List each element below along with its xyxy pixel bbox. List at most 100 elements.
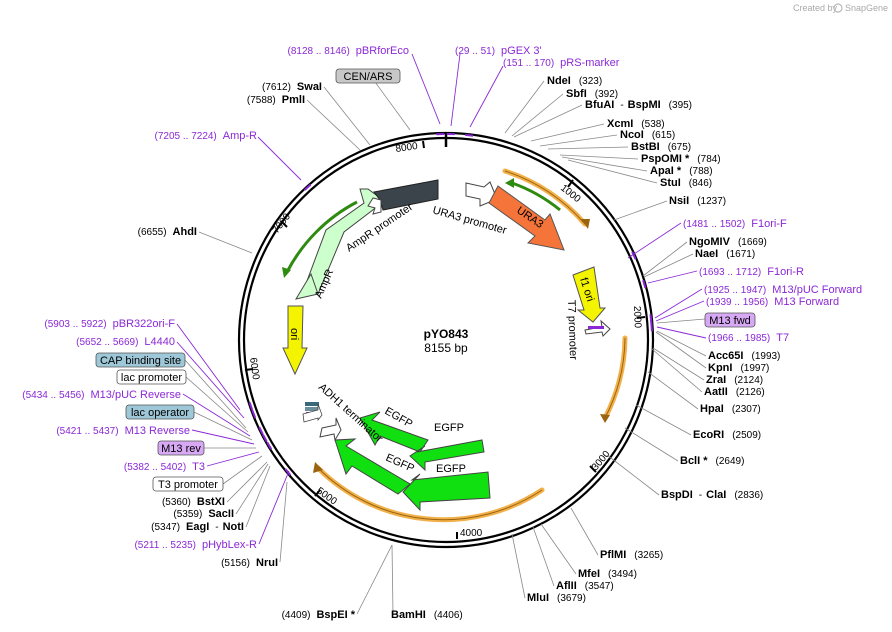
f1ori-r-callout[interactable]: (1693 .. 1712)F1ori-R	[699, 266, 804, 278]
sacii-position: (5359)	[173, 509, 202, 520]
tick-6000	[244, 368, 254, 371]
pflmi-leader	[570, 507, 599, 556]
ampr-primer-name: Amp-R	[223, 130, 257, 142]
ngomiv-callout[interactable]: NgoMIV(1669)	[689, 236, 767, 248]
t7-primer-callout[interactable]: (1966 .. 1985)T7	[708, 332, 789, 344]
pbr322ori-f-callout[interactable]: (5903 .. 5922)pBR322ori-F	[44, 318, 175, 330]
bcli-leader	[624, 427, 679, 462]
m13-fwd-position: (1939 .. 1956)	[706, 297, 768, 308]
lac-operator-box	[125, 404, 195, 420]
pspomi-callout[interactable]: PspOMI *(784)	[641, 153, 721, 165]
m13puc-rev-position: (5434 .. 5456)	[22, 390, 84, 401]
bspdi-callout[interactable]: BspDI-ClaI(2836)	[661, 489, 763, 501]
orf-arc-top-arrowhead	[581, 219, 590, 229]
bstbi-label: BstBI(675)	[631, 141, 691, 153]
apai-callout[interactable]: ApaI *(788)	[650, 165, 713, 177]
sacii-callout[interactable]: (5359)SacII	[173, 508, 234, 520]
nrui-leader	[279, 481, 288, 563]
eagi-callout[interactable]: (5347)EagI-NotI	[151, 521, 244, 533]
bspdi-label: BspDI-ClaI(2836)	[661, 489, 763, 501]
t3-promoter-name: T3 promoter	[158, 479, 218, 491]
ndei-callout[interactable]: NdeI (323)	[547, 75, 602, 87]
t3-promoter-callout[interactable]: T3 promoter	[152, 476, 224, 492]
plasmid-size: 8155 bp	[424, 341, 468, 355]
ampr-primer-callout[interactable]: (7205 .. 7224)Amp-R	[155, 130, 258, 142]
m13puc-fwd-label: (1925 .. 1947)M13/pUC Forward	[704, 284, 862, 296]
m13rev-box-callout[interactable]: M13 rev	[157, 440, 205, 456]
m13rev-box-name: M13 rev	[161, 443, 201, 455]
pspomi-label: PspOMI *(784)	[641, 153, 721, 165]
zrai-callout[interactable]: ZraI(2124)	[706, 374, 763, 386]
l4440-binding-mark	[251, 410, 257, 419]
m13-reverse-callout[interactable]: (5421 .. 5437)M13 Reverse	[56, 425, 190, 437]
egfp-arrow-upper-left	[359, 411, 429, 453]
aflii-callout[interactable]: AflII(3547)	[556, 580, 614, 592]
bstxi-callout[interactable]: (5360)BstXI	[162, 496, 225, 508]
m13-reverse-position: (5421 .. 5437)	[56, 426, 118, 437]
apai-leader	[561, 156, 648, 172]
swai-callout[interactable]: (7612)SwaI	[262, 81, 322, 93]
pbrforeco-callout[interactable]: (8128 .. 8146)pBRforEco	[288, 45, 409, 57]
nrui-position: (5156)	[221, 558, 250, 569]
phyblex-r-callout[interactable]: (5211 .. 5235)pHybLex-R	[134, 539, 257, 551]
xcmi-callout[interactable]: XcmI(538)	[607, 118, 665, 130]
m13puc-fwd-callout[interactable]: (1925 .. 1947)M13/pUC Forward	[704, 284, 862, 296]
acc65i-position: (1993)	[751, 351, 780, 362]
tick-label-8000: 8000	[395, 141, 419, 155]
lac-operator-callout[interactable]: lac operator	[125, 404, 195, 420]
f1ori-f-callout[interactable]: (1481 .. 1502)F1ori-F	[683, 218, 787, 230]
m13-fwd-callout[interactable]: (1939 .. 1956)M13 Forward	[706, 296, 839, 308]
m13-fwd-label: (1939 .. 1956)M13 Forward	[706, 296, 839, 308]
l4440-callout[interactable]: (5652 .. 5669)L4440	[76, 336, 175, 348]
t7-primer-leader	[656, 326, 707, 339]
ura3-promoter-label: URA3 promoter	[431, 204, 508, 237]
bamhi-callout[interactable]: BamHI(4406)	[391, 609, 463, 621]
bfuai-callout[interactable]: BfuAI-BspMI(395)	[585, 99, 692, 111]
t3-primer-callout[interactable]: (5382 .. 5402)T3	[124, 461, 205, 473]
t3-primer-position: (5382 .. 5402)	[124, 462, 186, 473]
mlui-callout[interactable]: MluI(3679)	[527, 592, 586, 604]
cap-binding-box	[95, 352, 186, 368]
mlui-name: MluI	[527, 592, 549, 604]
bspdi-dash: -	[699, 490, 702, 501]
t3-primer-binding-mark	[266, 441, 273, 450]
pmli-callout[interactable]: (7588)PmlI	[247, 94, 305, 106]
bstbi-callout[interactable]: BstBI(675)	[631, 141, 691, 153]
hpai-callout[interactable]: HpaI(2307)	[700, 403, 761, 415]
pgex3-callout[interactable]: (29 .. 51)pGEX 3'	[455, 45, 542, 57]
ahdi-callout[interactable]: (6655)AhdI	[138, 226, 197, 238]
m13fwd-box-callout[interactable]: M13 fwd	[704, 312, 756, 328]
ndei-name: NdeI	[547, 75, 571, 87]
aatii-callout[interactable]: AatII(2126)	[704, 386, 765, 398]
ampr-promoter-block	[373, 179, 439, 211]
nsii-leader	[613, 200, 668, 221]
ecori-callout[interactable]: EcoRI(2509)	[693, 429, 761, 441]
bcli-callout[interactable]: BclI *(2649)	[680, 455, 744, 467]
naei-callout[interactable]: NaeI(1671)	[695, 248, 755, 260]
t7-primer-name: T7	[776, 332, 789, 344]
ngomiv-label: NgoMIV(1669)	[689, 236, 767, 248]
m13puc-rev-callout[interactable]: (5434 .. 5456)M13/pUC Reverse	[22, 389, 181, 401]
kpni-position: (1997)	[740, 363, 769, 374]
mfei-leader	[540, 523, 577, 575]
mfei-callout[interactable]: MfeI(3494)	[578, 568, 637, 580]
prs-marker-callout[interactable]: (151 .. 170)pRS-marker	[503, 57, 620, 69]
kpni-callout[interactable]: KpnI(1997)	[708, 362, 769, 374]
orf-arc-right-core	[604, 337, 626, 419]
cen-ars-callout[interactable]: CEN/ARS	[335, 68, 401, 84]
stui-callout[interactable]: StuI(846)	[660, 177, 712, 189]
f1ori-r-leader	[647, 270, 698, 284]
pflmi-callout[interactable]: PflMI(3265)	[600, 549, 663, 561]
bstxi-position: (5360)	[162, 497, 191, 508]
ncoi-callout[interactable]: NcoI(615)	[620, 129, 675, 141]
bamhi-position: (4406)	[434, 610, 463, 621]
cap-binding-callout[interactable]: CAP binding site	[95, 352, 186, 368]
bspei-callout[interactable]: (4409)BspEI *	[282, 609, 356, 621]
lac-promoter-callout[interactable]: lac promoter	[116, 369, 187, 385]
acc65i-callout[interactable]: Acc65I(1993)	[708, 350, 780, 362]
ndei-position: (323)	[579, 76, 602, 87]
sbfi-callout[interactable]: SbfI(392)	[566, 88, 618, 100]
egfp-arrow-mid-left	[334, 438, 411, 495]
nsii-callout[interactable]: NsiI(1237)	[669, 195, 726, 207]
nrui-callout[interactable]: (5156)NruI	[221, 557, 278, 569]
